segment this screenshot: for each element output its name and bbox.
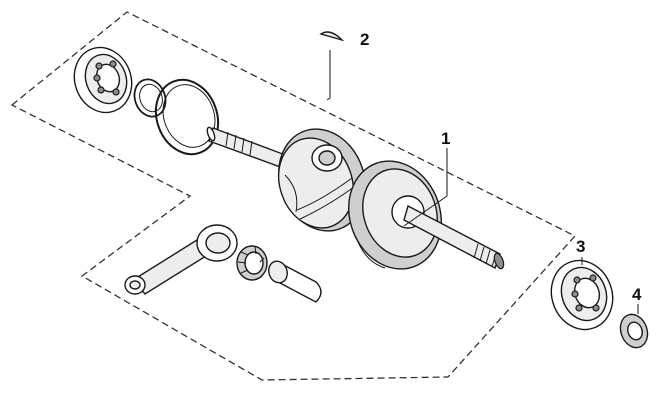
leader-line-1 — [403, 148, 448, 227]
needle-roller-bearing — [236, 245, 268, 281]
right-ball-bearing — [550, 259, 614, 331]
callout-4: 4 — [632, 285, 642, 304]
left-ball-bearing — [73, 46, 133, 114]
seal-ring — [154, 78, 220, 156]
connecting-rod — [124, 224, 238, 295]
crank-pin — [268, 260, 322, 303]
left-circlip — [133, 78, 167, 118]
woodruff-key — [319, 31, 345, 42]
leader-line-2 — [326, 50, 331, 101]
assembly-boundary-dashed — [10, 11, 577, 381]
callout-3: 3 — [576, 237, 585, 256]
right-crank-web — [348, 160, 442, 270]
oil-seal — [619, 313, 649, 349]
callout-1: 1 — [441, 129, 450, 148]
left-crank-web — [277, 128, 366, 232]
left-crankshaft-shaft — [206, 126, 289, 169]
callout-2: 2 — [360, 30, 369, 49]
right-crankshaft-shaft — [403, 204, 505, 270]
